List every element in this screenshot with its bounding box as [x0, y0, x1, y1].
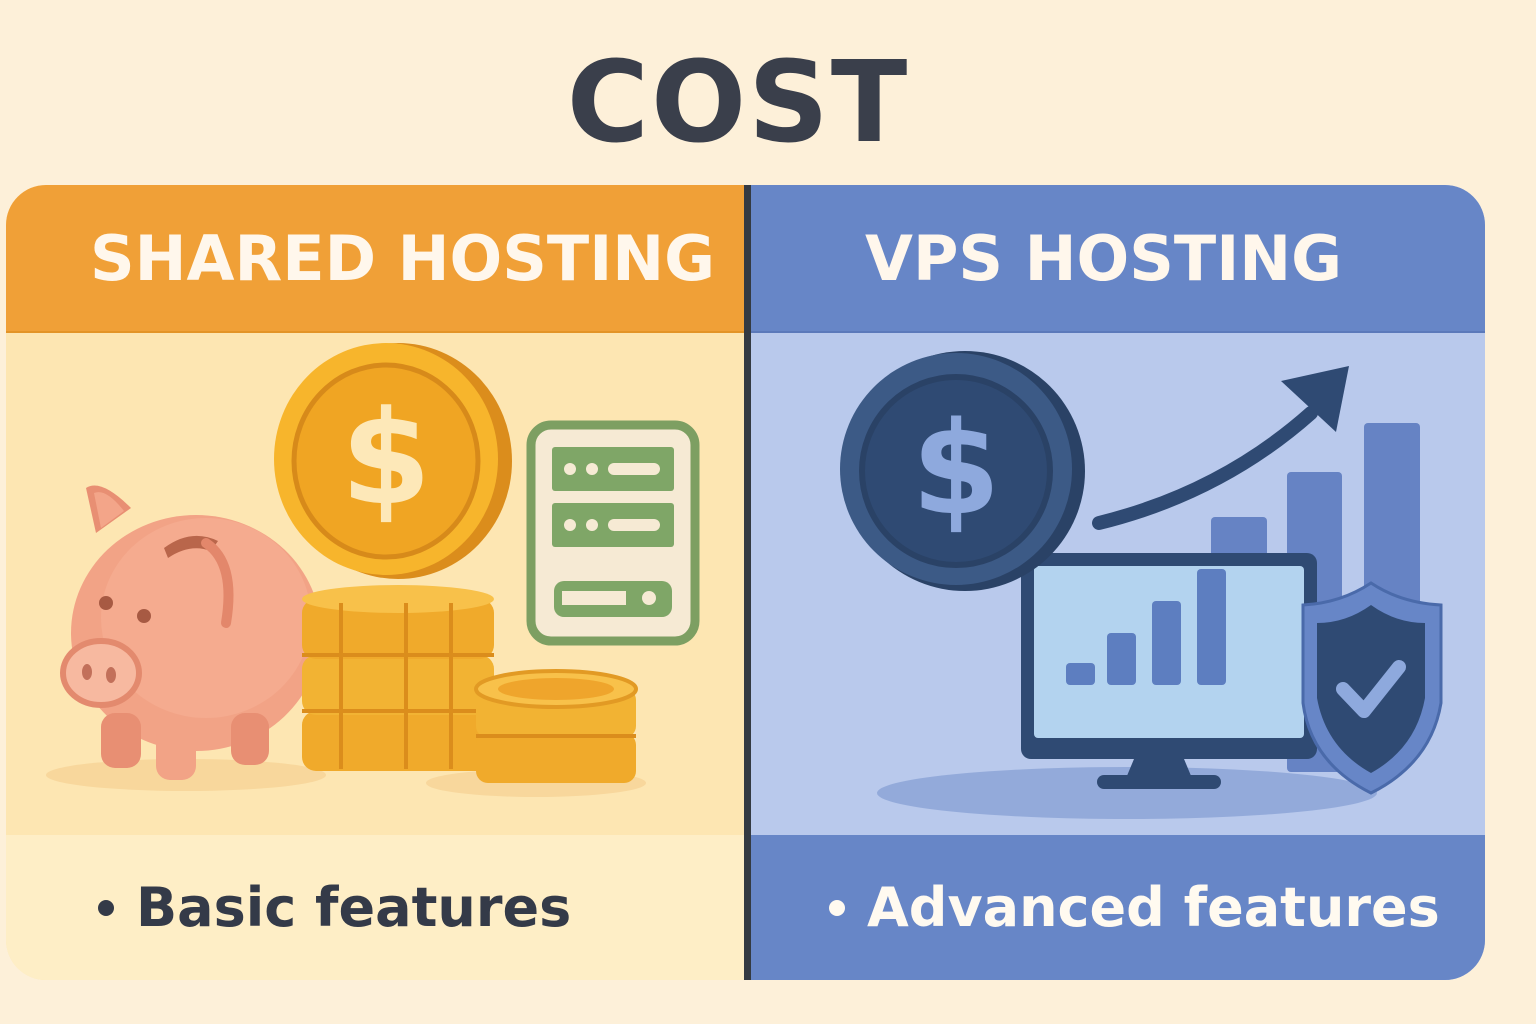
- piggy-bank-icon: [60, 485, 321, 780]
- dollar-coin-icon: $: [840, 351, 1085, 591]
- bullet-icon: [829, 899, 845, 916]
- comparison-card: SHARED HOSTING: [6, 185, 1485, 980]
- shared-hosting-feature: Basic features: [6, 835, 744, 980]
- shield-check-icon: [1301, 581, 1443, 795]
- shared-hosting-header: SHARED HOSTING: [6, 185, 744, 333]
- svg-text:$: $: [911, 395, 1000, 544]
- svg-text:$: $: [341, 382, 431, 534]
- vps-hosting-feature: Advanced features: [751, 835, 1485, 980]
- feature-label: Basic features: [136, 876, 572, 939]
- column-divider: [744, 185, 751, 980]
- trend-up-arrow-icon: [1092, 366, 1349, 530]
- bullet-icon: [98, 899, 114, 916]
- feature-label: Advanced features: [867, 876, 1440, 939]
- vps-hosting-illustration: $: [751, 333, 1485, 835]
- shared-hosting-illustration: $: [6, 333, 744, 835]
- coin-stack-icon: [302, 585, 638, 783]
- vps-hosting-column: VPS HOSTING: [751, 185, 1485, 980]
- vps-hosting-header: VPS HOSTING: [751, 185, 1485, 333]
- monitor-icon: [1021, 553, 1317, 789]
- server-rack-icon: [526, 420, 700, 646]
- page-title: COST: [566, 38, 910, 168]
- shared-hosting-column: SHARED HOSTING: [6, 185, 744, 980]
- dollar-coin-icon: $: [274, 343, 512, 579]
